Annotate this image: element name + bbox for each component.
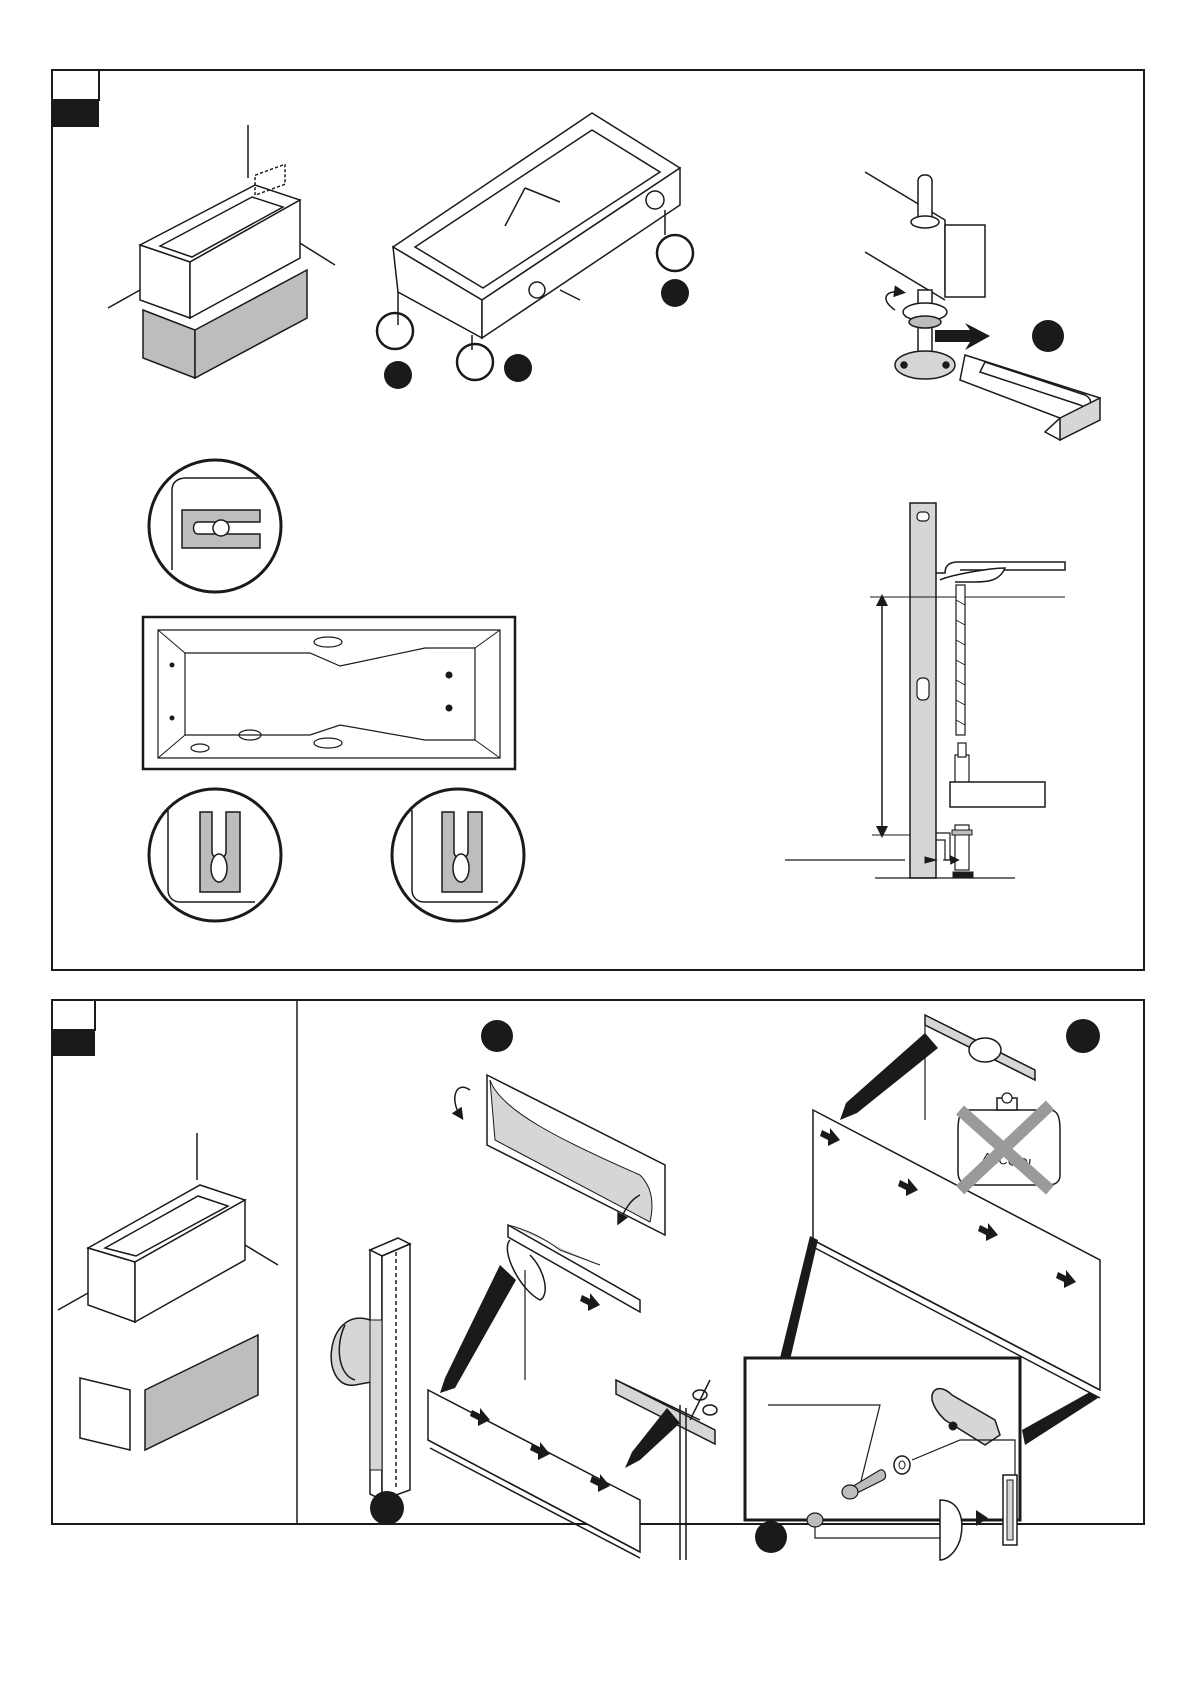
step-tab-outline-bottom [52,1000,95,1030]
bathtub-panels-overview [58,1133,278,1450]
leg-highlight-circle-2 [457,344,493,380]
callout-dot-8 [755,1521,787,1553]
callout-dot-1 [384,361,412,389]
no-alcohol-warning: ALCOOL [958,1093,1060,1190]
bracket-detail-horizontal [149,460,281,592]
callout-dot-3 [661,279,689,307]
callout-dot-4 [1032,320,1064,352]
callout-dot-6 [370,1491,404,1525]
mount-arrow-left-1 [440,1265,516,1393]
bottle-cap-icon [1002,1093,1012,1103]
bracket-detail-vertical-right [392,789,524,921]
bracket-detail-vertical-left [149,789,281,921]
zoom-callout-wedge-right [1022,1392,1098,1445]
section-bottom: ALCOOL [52,1000,1144,1560]
callout-dot-2 [504,354,532,382]
bathtub-corner-illustration [108,125,335,378]
velcro-roll-illustration [331,1238,410,1500]
callout-dot-7 [1066,1019,1100,1053]
peel-protective-film-illustration [455,1075,665,1235]
step-tab-filled-bottom [52,1030,95,1056]
callout-dot-5 [481,1020,513,1052]
zoom-callout-wedge-left [780,1236,818,1360]
step-tab-outline [52,70,99,100]
leg-highlight-circle-1 [377,313,413,349]
bathtub-top-view [143,617,515,769]
leg-highlight-circle-3 [657,235,693,271]
panel-mount-left-illustration [428,1225,717,1560]
bathtub-with-legs-illustration [377,113,693,380]
step-tab-filled [52,100,99,127]
panel-mount-right-illustration [813,1015,1100,1398]
section-top [52,70,1144,970]
mount-arrow-right [840,1033,938,1120]
mount-arrow-left-2 [625,1408,680,1468]
side-section-measurement [785,503,1065,878]
push-arrow-icon [935,323,990,350]
adjustable-foot-detail [865,172,1100,440]
fixing-clip-detail-box [745,1358,1020,1560]
